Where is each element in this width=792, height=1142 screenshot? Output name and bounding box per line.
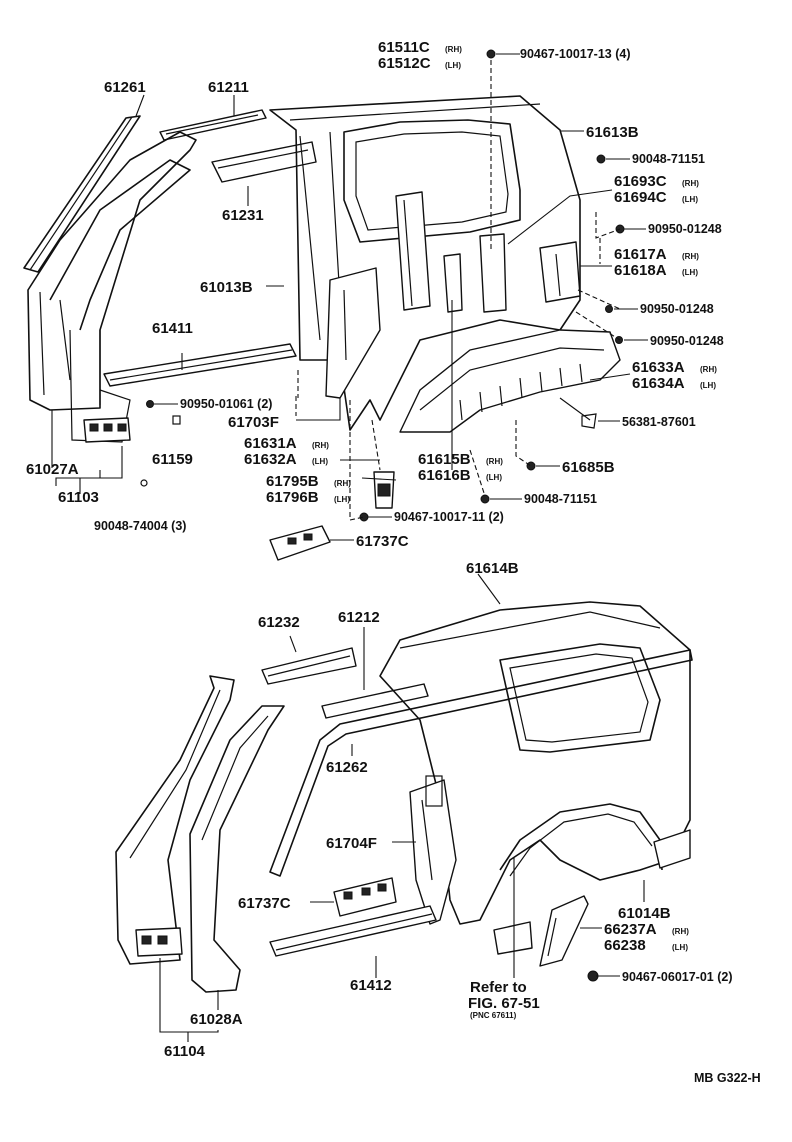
label-61159: 61159	[152, 451, 193, 468]
label-61796b-lh: (LH)	[334, 495, 350, 504]
label-61737c-upper: 61737C	[356, 533, 409, 550]
refer-to-line1: Refer to	[470, 979, 527, 996]
label-61211: 61211	[208, 79, 249, 96]
label-61212: 61212	[338, 609, 380, 626]
label-56381-87601: 56381-87601	[622, 415, 696, 429]
label-61633a-rh: (RH)	[700, 365, 717, 374]
label-61512c: 61512C	[378, 55, 431, 72]
label-90950-01248-a: 90950-01248	[648, 222, 722, 236]
label-90950-01061: 90950-01061 (2)	[180, 397, 272, 411]
label-61613b: 61613B	[586, 124, 639, 141]
diagram-code: MB G322-H	[694, 1071, 761, 1085]
label-61028a: 61028A	[190, 1011, 243, 1028]
label-61511c-rh: (RH)	[445, 45, 462, 54]
label-61013b: 61013B	[200, 279, 253, 296]
label-61704f: 61704F	[326, 835, 377, 852]
label-61232: 61232	[258, 614, 300, 631]
label-61703f: 61703F	[228, 414, 279, 431]
label-61631a-rh: (RH)	[312, 441, 329, 450]
label-61616b: 61616B	[418, 467, 471, 484]
label-90467-10017-11: 90467-10017-11 (2)	[394, 510, 504, 524]
label-90467-06017-01: 90467-06017-01 (2)	[622, 970, 733, 984]
label-61411: 61411	[152, 320, 193, 337]
label-66238: 66238	[604, 937, 646, 954]
label-61412: 61412	[350, 977, 392, 994]
label-61796b: 61796B	[266, 489, 319, 506]
label-61632a-lh: (LH)	[312, 457, 328, 466]
label-61634a: 61634A	[632, 375, 685, 392]
label-61694c: 61694C	[614, 189, 667, 206]
label-61104: 61104	[164, 1043, 206, 1060]
label-61616b-lh: (LH)	[486, 473, 502, 482]
label-66237a-rh: (RH)	[672, 927, 689, 936]
label-61512c-lh: (LH)	[445, 61, 461, 70]
label-61694c-lh: (LH)	[682, 195, 698, 204]
label-61618a-lh: (LH)	[682, 268, 698, 277]
label-66238-lh: (LH)	[672, 943, 688, 952]
label-61615b-rh: (RH)	[486, 457, 503, 466]
label-61618a: 61618A	[614, 262, 667, 279]
label-61511c: 61511C	[378, 39, 430, 56]
label-61231: 61231	[222, 207, 264, 224]
label-61685b: 61685B	[562, 459, 615, 476]
refer-to-pnc: (PNC 67611)	[470, 1011, 517, 1020]
label-61634a-lh: (LH)	[700, 381, 716, 390]
refer-to-line2: FIG. 67-51	[468, 995, 540, 1012]
label-61631a: 61631A	[244, 435, 297, 452]
label-90467-10017-13: 90467-10017-13 (4)	[520, 47, 631, 61]
label-66237a: 66237A	[604, 921, 657, 938]
label-90048-71151-a: 90048-71151	[632, 152, 705, 166]
label-90950-01248-c: 90950-01248	[650, 334, 724, 348]
leader-lines	[51, 53, 648, 1042]
label-90950-01248-b: 90950-01248	[640, 302, 714, 316]
lower-assembly	[115, 601, 693, 993]
label-61617a-rh: (RH)	[682, 252, 699, 261]
label-90048-74004: 90048-74004 (3)	[94, 519, 186, 533]
label-61693c: 61693C	[614, 173, 667, 190]
label-90048-71151-b: 90048-71151	[524, 492, 597, 506]
label-61632a: 61632A	[244, 451, 297, 468]
upper-assembly	[23, 49, 625, 561]
label-61615b: 61615B	[418, 451, 471, 468]
label-61737c-lower: 61737C	[238, 895, 291, 912]
label-61262: 61262	[326, 759, 368, 776]
label-61103: 61103	[58, 489, 99, 506]
label-61027a: 61027A	[26, 461, 79, 478]
label-61014b: 61014B	[618, 905, 671, 922]
label-61617a: 61617A	[614, 246, 667, 263]
label-61633a: 61633A	[632, 359, 685, 376]
label-61614b: 61614B	[466, 560, 519, 577]
label-61261: 61261	[104, 79, 146, 96]
label-61795b: 61795B	[266, 473, 319, 490]
label-61795b-rh: (RH)	[334, 479, 351, 488]
part-labels: 61261 61211 61511C (RH) 61512C (LH) 9046…	[26, 39, 761, 1085]
label-61693c-rh: (RH)	[682, 179, 699, 188]
